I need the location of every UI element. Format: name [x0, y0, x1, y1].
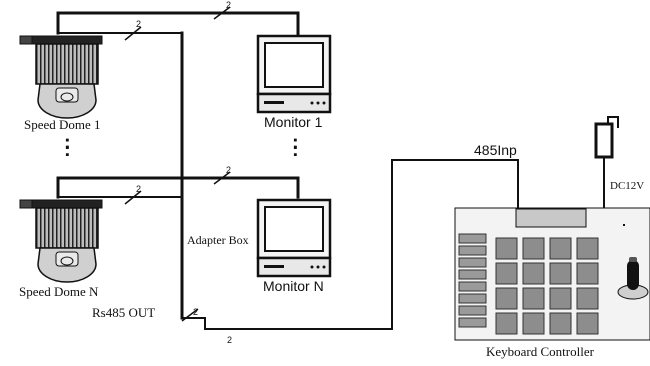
crossing-mark	[213, 171, 231, 185]
speed-dome-camera-n	[19, 199, 103, 283]
wire-mark: 2	[226, 165, 232, 175]
monitor-n	[256, 198, 332, 278]
keypad-grid	[495, 237, 599, 335]
controller-display	[515, 208, 587, 228]
joystick-icon	[617, 257, 649, 300]
crossing-mark	[124, 190, 142, 205]
function-keys	[458, 233, 487, 328]
rs485-wire	[204, 159, 519, 330]
monitor-n-label: Monitor N	[263, 278, 324, 294]
crossing-mark	[124, 26, 142, 41]
monitor-1	[256, 34, 332, 114]
wire-mark: 2	[226, 0, 232, 10]
top-bus-wire	[56, 11, 300, 38]
dc12v-label: DC12V	[610, 180, 645, 192]
adapter-box-label: Adapter Box	[187, 233, 249, 247]
keyboard-controller-label: Keyboard Controller	[486, 344, 594, 359]
middle-bus-wire	[56, 176, 300, 199]
wire-mark: 2	[227, 335, 233, 345]
keyboard-controller	[454, 207, 650, 341]
speed-dome-camera-1	[19, 35, 103, 119]
input-485-label: 485Inp	[474, 142, 517, 158]
crossing-mark	[181, 308, 199, 322]
wire-mark: 2	[136, 19, 142, 29]
speed-dome-1-label: Speed Dome 1	[24, 117, 101, 132]
rs485-out-label: Rs485 OUT	[92, 305, 156, 320]
camera-ellipsis: : :	[64, 132, 71, 161]
crossing-mark	[213, 6, 231, 20]
monitor-ellipsis: : :	[292, 132, 299, 161]
speed-dome-n-label: Speed Dome N	[19, 284, 99, 299]
monitor-1-label: Monitor 1	[264, 114, 323, 130]
power-adapter-icon	[594, 116, 619, 159]
wire-mark: 2	[193, 307, 199, 317]
wire-crossing-marks	[124, 6, 231, 322]
wire-mark: 2	[136, 184, 142, 194]
